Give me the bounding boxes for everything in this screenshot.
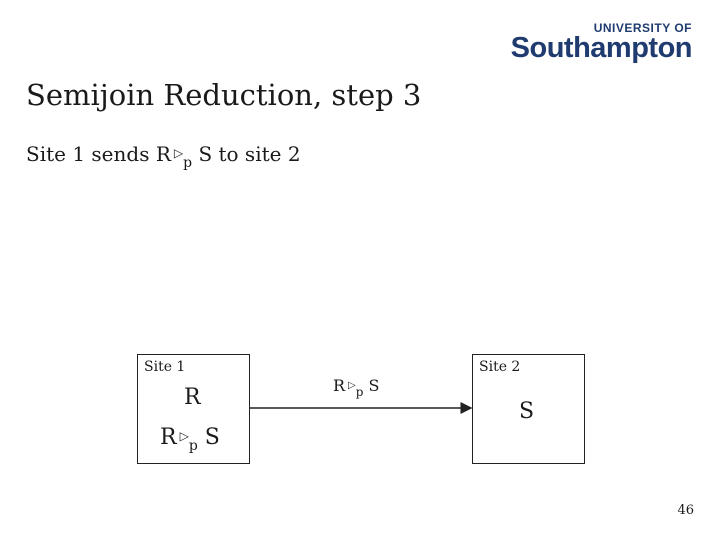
site-1-relation: R — [184, 385, 201, 410]
edge-label: R▷p S — [333, 376, 380, 399]
site-1-box: Site 1 R R▷p S — [137, 354, 250, 464]
edge-subscript: p — [355, 385, 364, 399]
university-logo: UNIVERSITY OF Southampton — [510, 21, 693, 64]
site-2-relation: S — [519, 399, 535, 424]
semijoin-right: S — [204, 425, 220, 450]
edge-right: S — [368, 376, 380, 395]
edge-semijoin-operator-icon: ▷ — [348, 380, 356, 391]
subtitle-subscript: p — [183, 155, 193, 171]
site-1-semijoin: R▷p S — [160, 425, 220, 454]
site-1-label: Site 1 — [144, 359, 186, 375]
slide-subtitle: Site 1 sends R▷p S to site 2 — [26, 142, 301, 171]
semijoin-left: R — [160, 425, 177, 450]
site-2-label: Site 2 — [479, 359, 521, 375]
logo-top-text: UNIVERSITY OF — [593, 21, 692, 35]
slide-title: Semijoin Reduction, step 3 — [26, 78, 422, 112]
site-1-semijoin-operator-icon: ▷ — [179, 429, 189, 443]
site-2-box: Site 2 S — [472, 354, 585, 464]
subtitle-suffix: S to site 2 — [198, 142, 301, 166]
edge-left: R — [333, 376, 346, 395]
semijoin-subscript: p — [188, 438, 198, 454]
subtitle-prefix: Site 1 sends R — [26, 142, 171, 166]
page-number: 46 — [677, 503, 694, 518]
semijoin-operator-icon: ▷ — [173, 146, 184, 160]
logo-main-text: Southampton — [510, 32, 693, 64]
